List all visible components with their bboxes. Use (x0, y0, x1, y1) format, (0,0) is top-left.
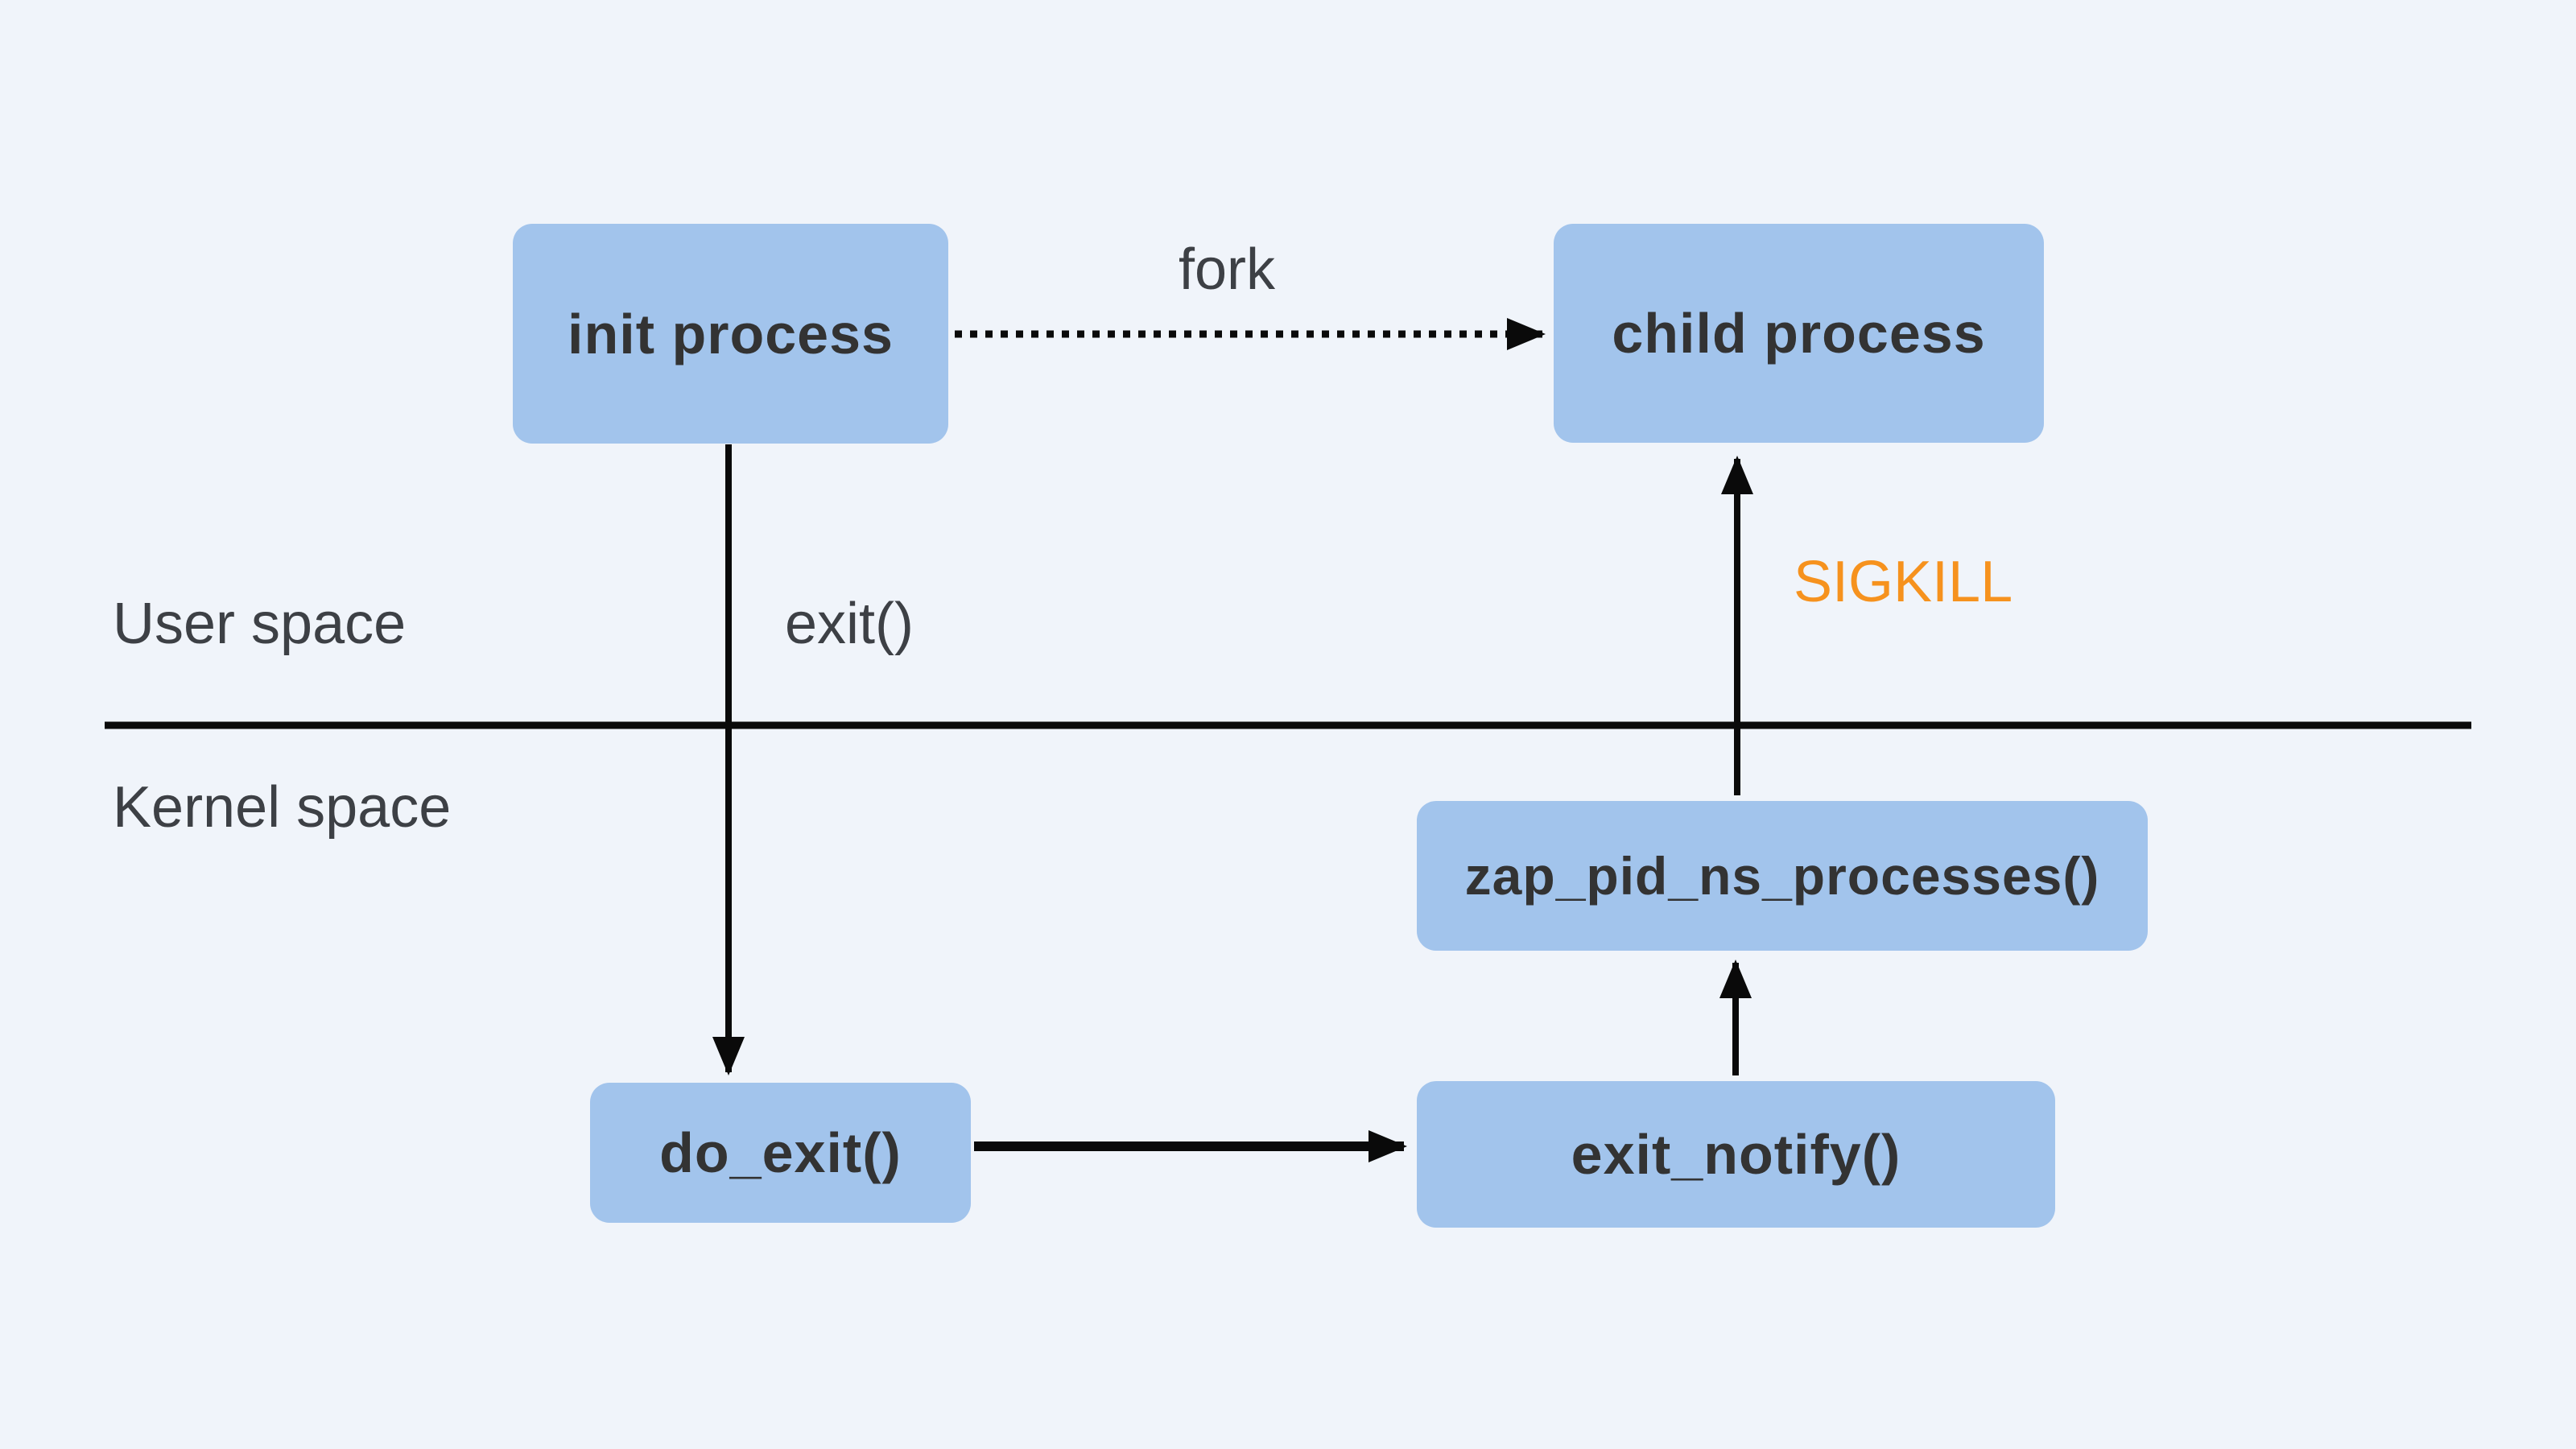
node-child-process-label: child process (1612, 302, 1986, 365)
node-exit-notify: exit_notify() (1417, 1081, 2055, 1228)
node-zap-pid-ns-processes: zap_pid_ns_processes() (1417, 801, 2148, 951)
exit-call-label: exit() (785, 592, 914, 656)
fork-label: fork (1178, 237, 1276, 302)
user-space-label: User space (113, 592, 407, 656)
node-child-process: child process (1554, 224, 2044, 443)
kernel-space-label: Kernel space (113, 775, 452, 840)
sigkill-label: SIGKILL (1794, 550, 2013, 614)
node-init-process: init process (513, 224, 948, 444)
node-do-exit-label: do_exit() (659, 1121, 902, 1184)
node-init-process-label: init process (568, 302, 894, 365)
node-zap-pid-ns-processes-label: zap_pid_ns_processes() (1464, 846, 2100, 906)
node-exit-notify-label: exit_notify() (1571, 1123, 1901, 1186)
node-do-exit: do_exit() (590, 1083, 971, 1223)
